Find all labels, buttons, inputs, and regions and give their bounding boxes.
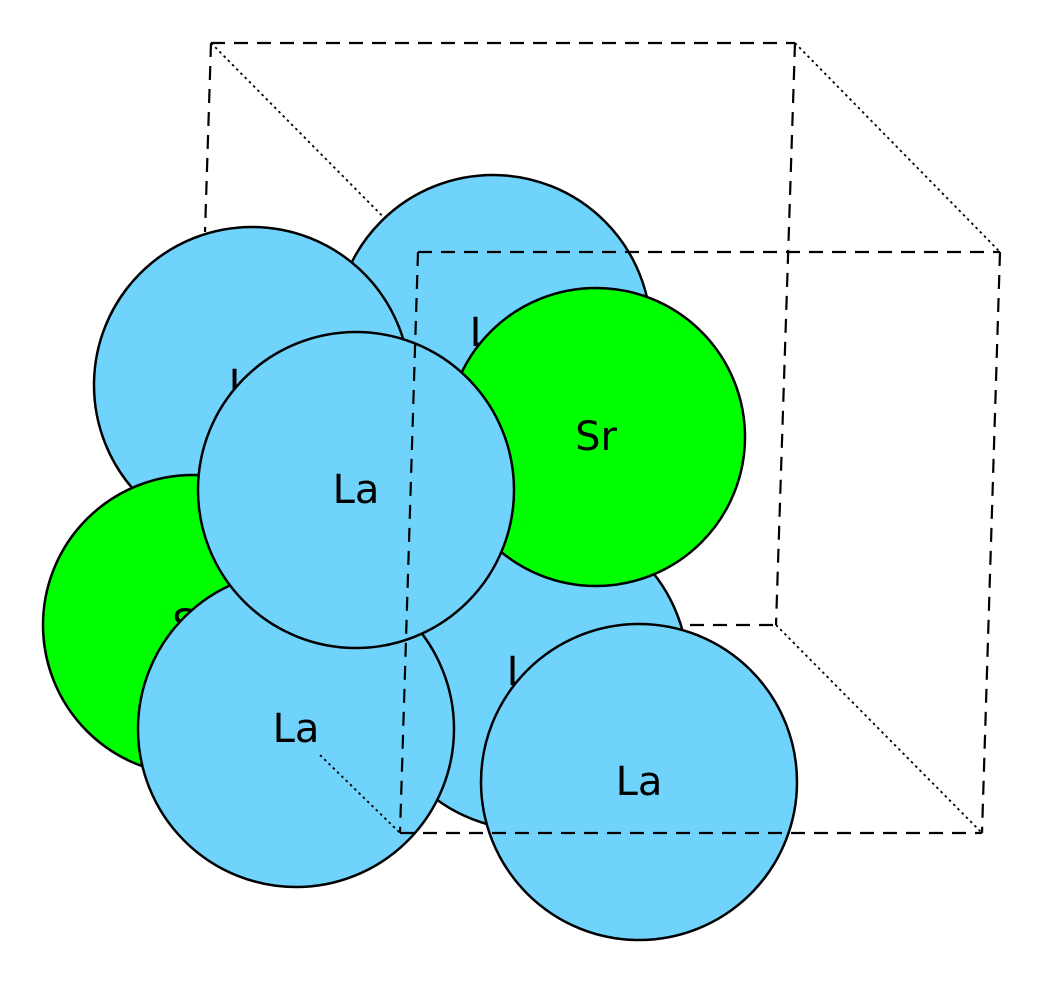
unit-cell-back-edges (203, 41, 1001, 834)
unit-cell-front-edges (319, 250, 1002, 835)
atom-label: La (616, 759, 663, 805)
atom-label: La (333, 467, 380, 513)
atom-label: La (273, 706, 320, 752)
atom-sr-right: Sr (445, 286, 747, 588)
atom-la-front-bottom: La (479, 622, 799, 942)
atom-la-center: La (196, 330, 516, 650)
atom-label: Sr (575, 414, 617, 460)
